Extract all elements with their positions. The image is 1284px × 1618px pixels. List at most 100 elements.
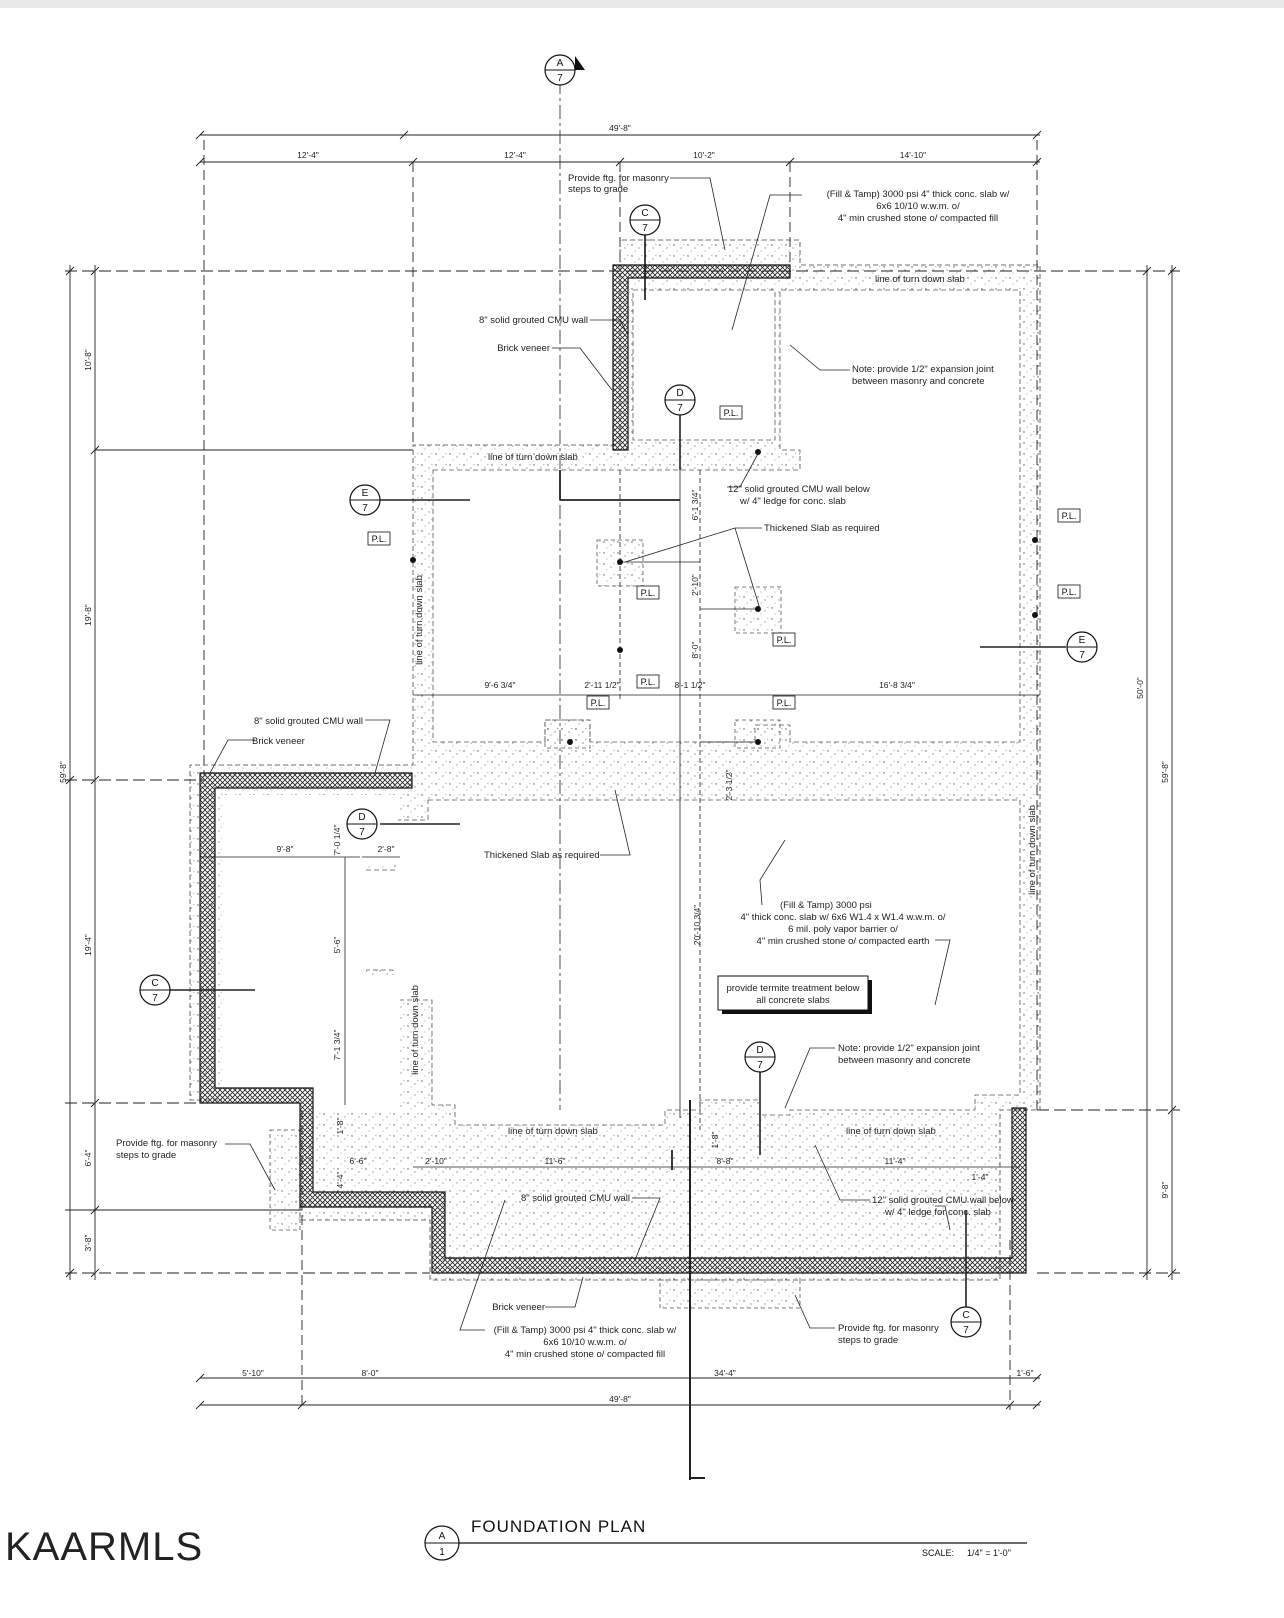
note-cmu12-top-2: w/ 4" ledge for conc. slab xyxy=(739,496,846,507)
note-turn-down-mid: line of turn down slab xyxy=(488,452,578,463)
note-termite-2: all concrete slabs xyxy=(756,995,830,1006)
note-slab-main-3: 6 mil. poly vapor barrier o/ xyxy=(788,924,898,935)
dim-int-4: 9'-6 3/4" xyxy=(484,680,515,690)
section-marker-d-top: D 7 xyxy=(664,384,696,416)
dim-int-14: 20'-10 3/4" xyxy=(692,905,702,946)
marker-e-right-letter: E xyxy=(1079,635,1086,646)
svg-text:P.L.: P.L. xyxy=(641,677,656,687)
scale-value: 1/4" = 1'-0" xyxy=(967,1548,1011,1558)
note-slab-main-1: (Fill & Tamp) 3000 psi xyxy=(780,900,872,911)
pl-tag: P.L. xyxy=(772,695,796,710)
dimension-labels: 49'-8" 12'-4" 12'-4" 10'-2" 14'-10" 49'-… xyxy=(58,123,1170,1404)
mls-logo: KAARMLS xyxy=(5,1525,203,1569)
note-cmu12-bottom-1: 12" solid grouted CMU wall below xyxy=(872,1195,1014,1206)
note-thickened-mid: Thickened Slab as required xyxy=(484,850,600,861)
note-brick-left: Brick veneer xyxy=(252,736,305,747)
dim-int-1: 6'-1 3/4" xyxy=(690,489,700,520)
note-turn-down-left-lower: line of turn down slab xyxy=(410,985,421,1075)
svg-text:P.L.: P.L. xyxy=(777,698,792,708)
pl-tag: P.L. xyxy=(367,531,391,546)
pl-tag: P.L. xyxy=(1057,584,1081,599)
dim-int-8: 2'-3 1/2" xyxy=(724,769,734,800)
pl-tag: P.L. xyxy=(719,405,743,420)
note-cmu-left: 8" solid grouted CMU wall xyxy=(254,716,363,727)
dim-left-seg-4: 6'-4" xyxy=(83,1150,93,1167)
svg-text:P.L.: P.L. xyxy=(372,534,387,544)
marker-e-left-letter: E xyxy=(362,488,369,499)
note-steps-left-1: Provide ftg. for masonry xyxy=(116,1138,217,1149)
note-slab-top-2: 6x6 10/10 w.w.m. o/ xyxy=(876,201,960,212)
marker-d-left-letter: D xyxy=(358,812,365,823)
dim-right-inner: 50'-0" xyxy=(1135,677,1145,699)
marker-d-bottom-letter: D xyxy=(756,1045,763,1056)
dim-int-7: 16'-8 3/4" xyxy=(879,680,915,690)
svg-text:P.L.: P.L. xyxy=(591,698,606,708)
marker-c-top-letter: C xyxy=(641,208,648,219)
note-brick-bottom: Brick veneer xyxy=(492,1302,545,1313)
note-expansion-bottom-1: Note: provide 1/2" expansion joint xyxy=(838,1043,980,1054)
note-slab-bottom-1: (Fill & Tamp) 3000 psi 4" thick conc. sl… xyxy=(494,1325,677,1336)
dim-int-6: 8'-1 1/2" xyxy=(674,680,705,690)
dim-int-3: 8'-0" xyxy=(690,642,700,659)
marker-c-left-letter: C xyxy=(151,978,158,989)
dim-int-10: 2'-8" xyxy=(378,844,395,854)
dim-bottom-seg-2: 8'-0" xyxy=(362,1368,379,1378)
dim-left-seg-2: 19'-8" xyxy=(83,604,93,626)
marker-d-top-number: 7 xyxy=(677,403,683,414)
dim-left-seg-1: 10'-8" xyxy=(83,349,93,371)
note-turn-down-top: line of turn down slab xyxy=(875,274,965,285)
note-turn-down-bottom-a: line of turn down slab xyxy=(508,1126,598,1137)
dim-int-2: 2'-10" xyxy=(690,574,700,596)
section-marker-e-left: E 7 xyxy=(349,484,381,516)
note-slab-main-2: 4" thick conc. slab w/ 6x6 W1.4 x W1.4 w… xyxy=(740,912,945,923)
dim-left-seg-5: 3'-8" xyxy=(83,1235,93,1252)
title-block: A 1 FOUNDATION PLAN SCALE: 1/4" = 1'-0" xyxy=(424,1517,1027,1561)
note-cmu-top: 8" solid grouted CMU wall xyxy=(479,315,588,326)
dim-top-seg-1: 12'-4" xyxy=(297,150,319,160)
dim-bottom-seg-4: 1'-6" xyxy=(1017,1368,1034,1378)
dim-top-overall: 49'-8" xyxy=(609,123,631,133)
note-slab-bottom-2: 6x6 10/10 w.w.m. o/ xyxy=(543,1337,627,1348)
dim-right-outer: 59'-8" xyxy=(1160,761,1170,783)
dim-top-seg-2: 12'-4" xyxy=(504,150,526,160)
note-expansion-top-2: between masonry and concrete xyxy=(852,376,985,387)
note-termite-1: provide termite treatment below xyxy=(726,983,859,994)
section-marker-e-right: E 7 xyxy=(1066,631,1098,663)
dim-bottom-overall: 49'-8" xyxy=(609,1394,631,1404)
dim-int-22: 11'-4" xyxy=(884,1156,905,1166)
pl-tag: P.L. xyxy=(586,695,610,710)
dim-bottom-seg-3: 34'-4" xyxy=(714,1368,736,1378)
dim-int-12: 5'-6" xyxy=(332,937,342,954)
section-marker-d-left: D 7 xyxy=(346,808,378,840)
pl-tags: P.L. P.L. P.L. P.L. P.L. P.L. P.L. P.L. … xyxy=(367,405,1081,710)
marker-c-bottom-number: 7 xyxy=(963,1325,969,1336)
title-bubble-letter: A xyxy=(439,1531,446,1542)
section-marker-c-top: C 7 xyxy=(629,204,661,300)
marker-e-left-number: 7 xyxy=(362,503,368,514)
marker-d-top-letter: D xyxy=(676,388,683,399)
dim-int-9: 9'-8" xyxy=(277,844,294,854)
section-marker-d-bottom: D 7 xyxy=(744,1041,776,1073)
pl-tag: P.L. xyxy=(636,674,660,689)
dim-int-13: 7'-1 3/4" xyxy=(332,1029,342,1060)
dim-top-seg-3: 10'-2" xyxy=(693,150,715,160)
guide-lines xyxy=(170,80,1066,1480)
marker-c-top-number: 7 xyxy=(642,223,648,234)
note-steps-top-2: steps to grade xyxy=(568,184,628,195)
scale-label: SCALE: xyxy=(922,1548,954,1558)
dim-int-23: 1'-4" xyxy=(972,1172,989,1182)
svg-text:P.L.: P.L. xyxy=(724,408,739,418)
pl-tag: P.L. xyxy=(1057,508,1081,523)
note-turn-down-bottom-b: line of turn down slab xyxy=(846,1126,936,1137)
note-turn-down-left-upper: line of turn down slab xyxy=(414,575,425,665)
title-bubble-number: 1 xyxy=(439,1547,445,1558)
marker-a-top-number: 7 xyxy=(557,73,563,84)
note-slab-bottom-3: 4" min crushed stone o/ compacted fill xyxy=(505,1349,665,1360)
svg-text:P.L.: P.L. xyxy=(1062,511,1077,521)
marker-e-right-number: 7 xyxy=(1079,650,1085,661)
note-steps-bottom-2: steps to grade xyxy=(838,1335,898,1346)
dim-int-15: 1'-8" xyxy=(335,1118,345,1135)
leader-lines xyxy=(209,177,951,1331)
dim-int-19: 11'-6" xyxy=(544,1156,565,1166)
